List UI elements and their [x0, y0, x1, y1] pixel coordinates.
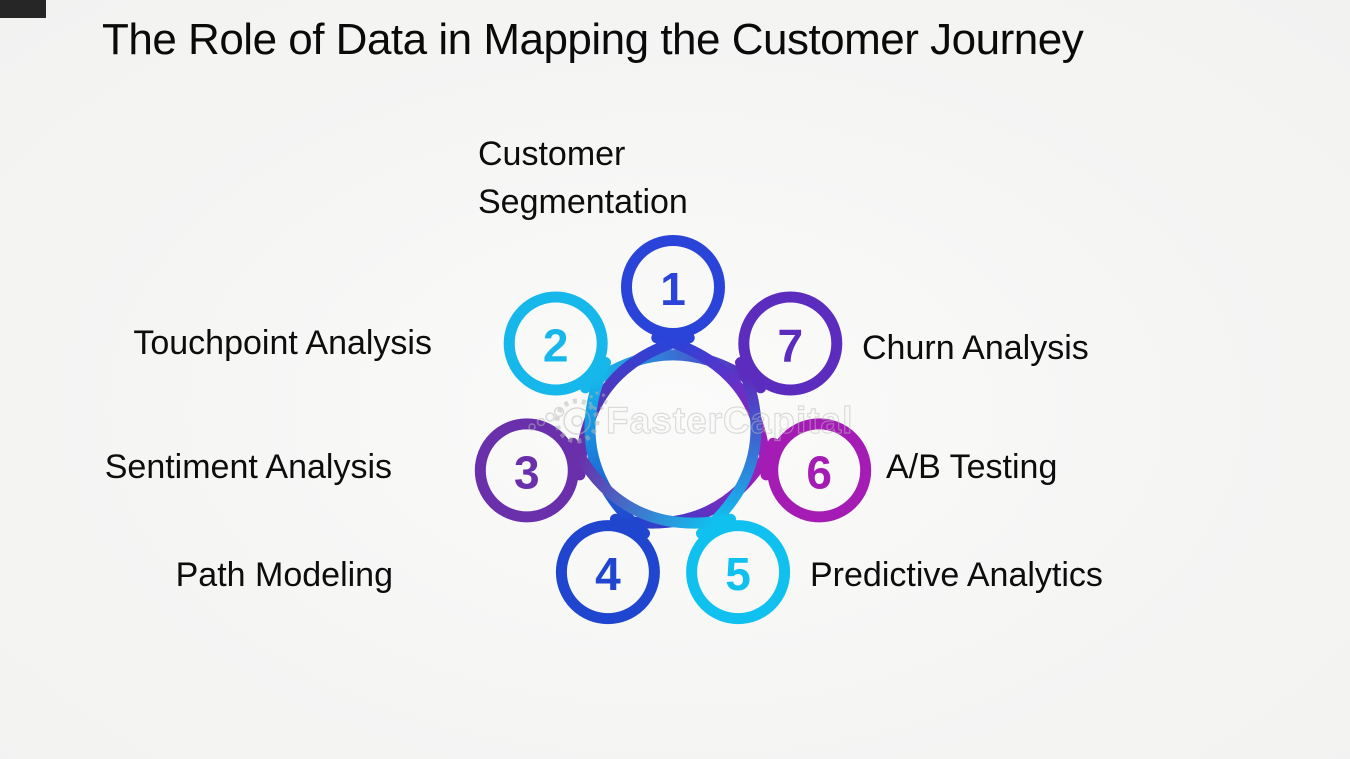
step-number-6: 6	[806, 446, 832, 498]
step-ring-3	[474, 418, 579, 523]
star-network: 1 2 3 4 5 6 7	[474, 235, 872, 625]
step-ring-4	[555, 520, 660, 625]
step-number-1: 1	[660, 263, 686, 315]
step-number-5: 5	[725, 548, 751, 600]
watermark: FasterCapital	[528, 391, 853, 444]
label-sentiment-analysis: Sentiment Analysis	[104, 448, 392, 486]
step-ring-6	[767, 418, 872, 523]
step-ring-1	[621, 235, 725, 339]
watermark-logo-icon	[528, 391, 608, 444]
label-churn-analysis: Churn Analysis	[862, 329, 1089, 367]
step-ring-2	[503, 291, 608, 396]
connector-3-5	[567, 437, 737, 529]
label-touchpoint-analysis: Touchpoint Analysis	[133, 324, 432, 362]
connector-2-4	[584, 357, 650, 539]
step-number-2: 2	[543, 320, 569, 372]
step-number-4: 4	[595, 548, 621, 600]
step-ring-7	[738, 291, 843, 396]
step-number-7: 7	[778, 320, 804, 372]
page-title: The Role of Data in Mapping the Customer…	[102, 15, 1084, 64]
label-customer-segmentation: Customer Segmentation	[478, 135, 688, 221]
connector-2-7	[579, 349, 767, 394]
label-predictive-analytics: Predictive Analytics	[810, 556, 1103, 594]
corner-artifact	[0, 0, 46, 18]
watermark-text: FasterCapital	[606, 400, 853, 441]
connector-1-6	[651, 332, 772, 481]
step-ring-5	[686, 520, 791, 625]
label-path-modeling: Path Modeling	[175, 556, 393, 594]
step-number-3: 3	[514, 446, 540, 498]
label-ab-testing: A/B Testing	[886, 448, 1058, 486]
